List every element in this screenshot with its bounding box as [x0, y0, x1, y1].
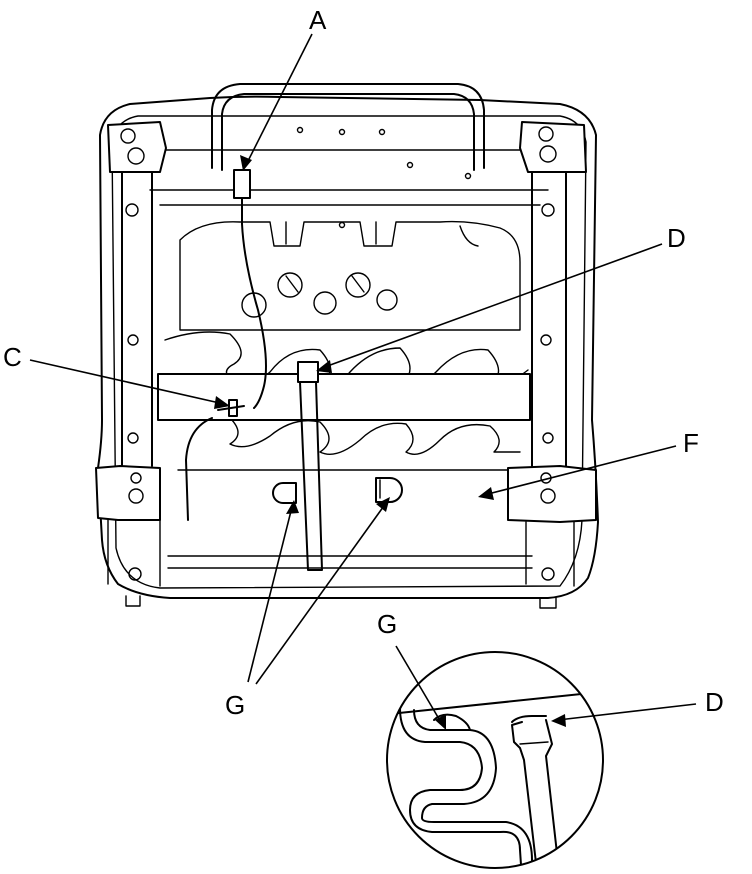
bottom-right-bracket	[507, 465, 597, 609]
top-left-bracket	[107, 121, 167, 173]
label-g-detail: G	[377, 609, 397, 639]
label-g: G	[225, 690, 245, 720]
frame-outline	[97, 95, 599, 599]
connector-d	[297, 361, 319, 383]
label-d: D	[667, 223, 686, 253]
wire-harness	[185, 169, 323, 571]
bottom-left-bracket	[95, 465, 161, 607]
detail-view	[386, 651, 604, 869]
cushion-plate	[157, 373, 531, 421]
detail-circle	[386, 651, 604, 869]
seat-frame	[95, 83, 599, 609]
top-right-bracket	[519, 121, 587, 173]
detail-strap	[511, 719, 561, 868]
strap-d	[299, 381, 323, 571]
label-f: F	[683, 428, 699, 458]
top-bar-loop	[211, 83, 485, 169]
upper-pan	[179, 220, 521, 331]
right-side-rail	[531, 159, 567, 471]
label-c: C	[3, 342, 22, 372]
leader-lines	[29, 33, 697, 730]
label-a: A	[309, 5, 327, 35]
left-side-rail	[121, 159, 153, 471]
connector-a	[233, 169, 251, 199]
right-oval-slot	[375, 477, 403, 503]
detail-spring	[399, 707, 523, 868]
label-d-detail: D	[705, 687, 724, 717]
left-oval-slot	[272, 482, 297, 504]
